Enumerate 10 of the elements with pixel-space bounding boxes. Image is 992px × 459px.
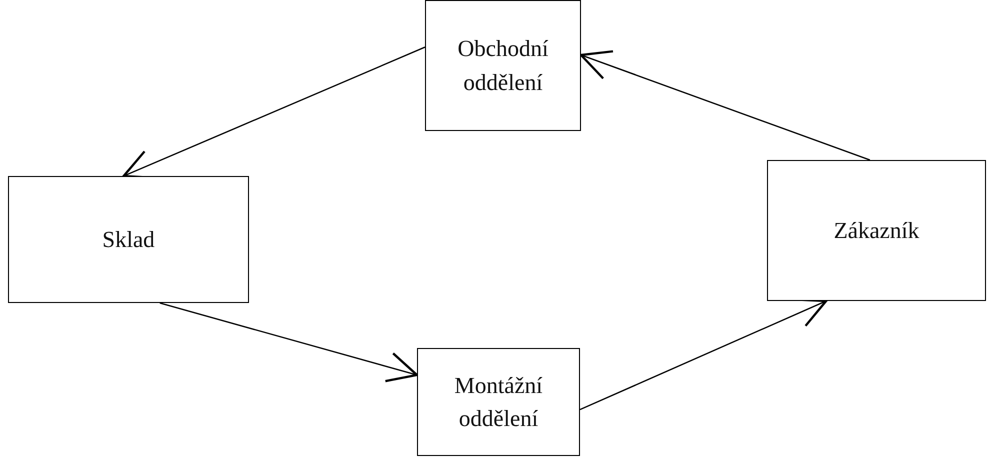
process-box bbox=[767, 160, 986, 301]
process-box bbox=[425, 0, 581, 131]
box-label: Sklad bbox=[102, 226, 155, 254]
box-label: Montážní oddělení bbox=[453, 372, 544, 433]
process-box bbox=[417, 348, 580, 456]
arrow bbox=[160, 302, 418, 382]
arrow bbox=[580, 50, 870, 161]
process-box bbox=[8, 176, 249, 303]
box-label: Zákazník bbox=[834, 216, 920, 245]
box-label: Obchodní oddělení bbox=[456, 35, 550, 96]
